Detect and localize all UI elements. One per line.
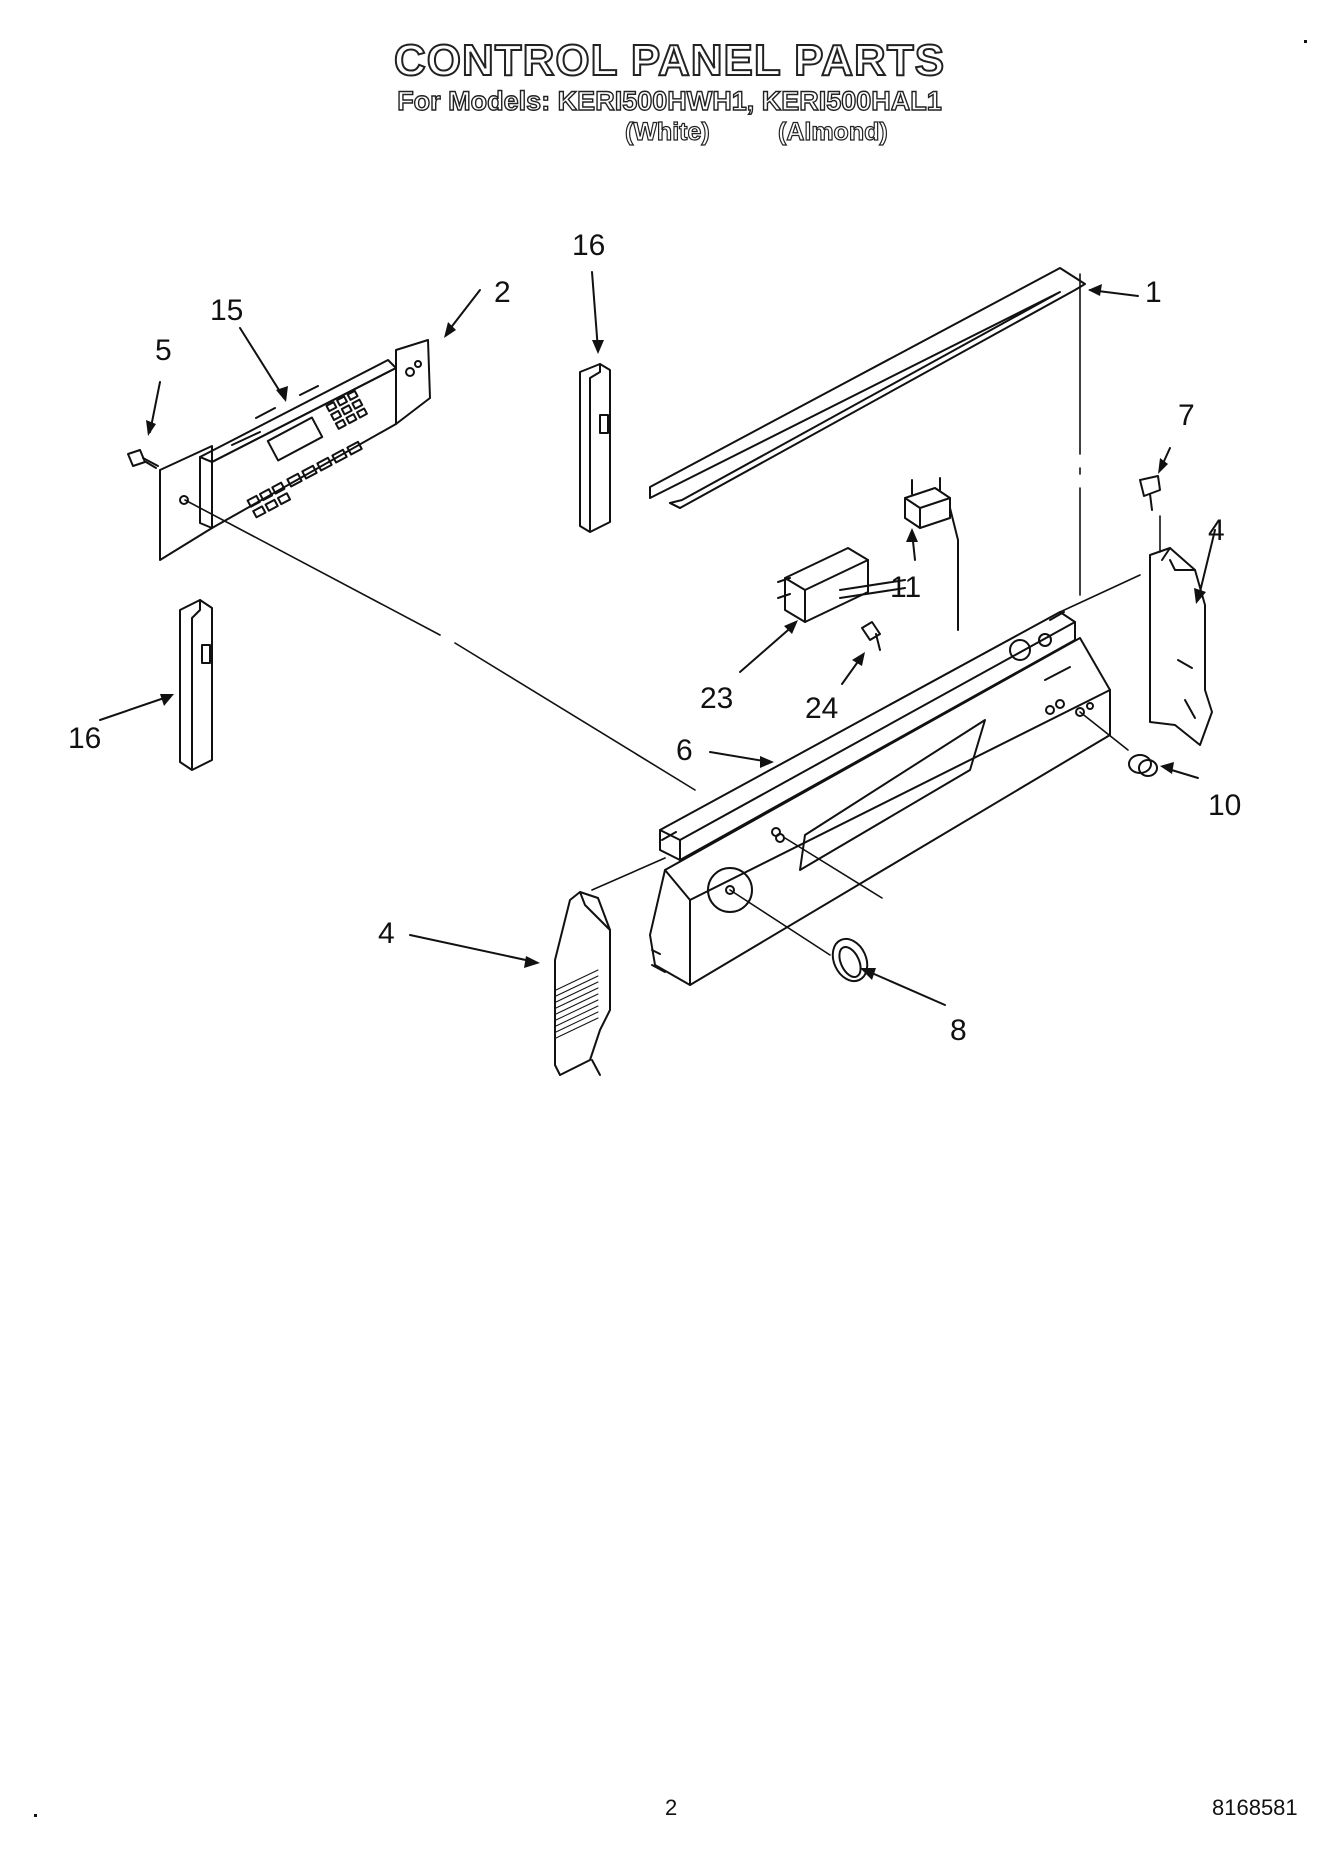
leader-arrows bbox=[99, 271, 1216, 1006]
part-24-screw bbox=[861, 621, 881, 651]
part-4-end-cap-right bbox=[1149, 547, 1213, 746]
callout-10: 10 bbox=[1208, 789, 1241, 822]
callout-2: 2 bbox=[494, 276, 511, 309]
part-7-screw bbox=[1139, 475, 1161, 511]
variant-white-label: (White) bbox=[624, 117, 710, 146]
part-15-control-board bbox=[199, 359, 397, 529]
part-8-knob bbox=[831, 937, 869, 983]
page-number: 2 bbox=[665, 1795, 678, 1820]
arrowheads bbox=[146, 284, 1206, 980]
part-10-grommet bbox=[1128, 754, 1158, 777]
part-4-end-cap-left bbox=[554, 891, 611, 1076]
part-2-bracket bbox=[159, 339, 431, 561]
document-number: 8168581 bbox=[1212, 1795, 1298, 1820]
page-title: CONTROL PANEL PARTS bbox=[393, 35, 946, 86]
scan-mark bbox=[34, 1814, 37, 1817]
callout-4-right: 4 bbox=[1208, 514, 1225, 547]
callout-15: 15 bbox=[210, 294, 243, 327]
callout-16-lower: 16 bbox=[68, 722, 101, 755]
callout-16-upper: 16 bbox=[572, 229, 605, 262]
callout-5: 5 bbox=[155, 334, 172, 367]
part-6-console-panel bbox=[649, 611, 1111, 986]
callout-23: 23 bbox=[700, 682, 733, 715]
callout-8: 8 bbox=[950, 1014, 967, 1047]
variant-almond-label: (Almond) bbox=[777, 117, 888, 146]
callout-labels: 1 2 15 5 16 16 7 4 11 23 24 6 10 4 8 bbox=[68, 229, 1241, 1047]
part-23-module bbox=[777, 547, 906, 623]
part-5-screw bbox=[127, 449, 159, 469]
part-16-side-trim-lower bbox=[179, 599, 213, 771]
models-line: For Models: KERI500HWH1, KERI500HAL1 bbox=[396, 85, 942, 116]
part-1-trim-strip bbox=[649, 267, 1086, 509]
callout-24: 24 bbox=[805, 692, 838, 725]
part-16-side-trim-upper bbox=[579, 363, 611, 533]
callout-1: 1 bbox=[1145, 276, 1162, 309]
callout-11: 11 bbox=[890, 571, 921, 604]
part-11-switch bbox=[904, 477, 959, 631]
callout-7: 7 bbox=[1178, 399, 1195, 432]
callout-6: 6 bbox=[676, 734, 693, 767]
alignment-lines bbox=[184, 273, 1161, 956]
callout-4-left: 4 bbox=[378, 917, 395, 950]
scan-mark bbox=[1304, 40, 1307, 43]
